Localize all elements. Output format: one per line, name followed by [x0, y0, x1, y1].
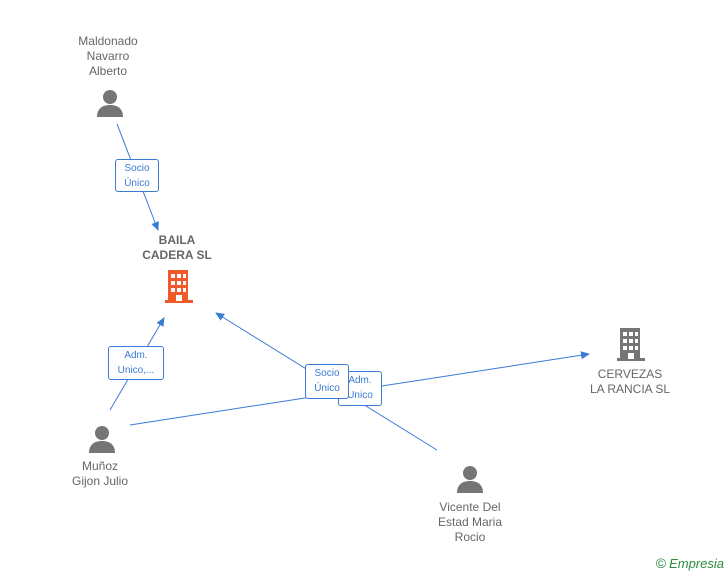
node-label-munoz: Muñoz Gijon Julio: [71, 459, 129, 488]
node-label-cervezas: CERVEZAS LA RANCIA SL: [589, 367, 671, 396]
edge-label-socio-unico-maldonado[interactable]: Socio Único: [115, 159, 159, 192]
person-icon[interactable]: [95, 88, 125, 118]
brand-name: Empresia: [669, 556, 724, 571]
brand-logo[interactable]: ©Empresia: [656, 555, 724, 571]
edge-label-adm-unico-munoz-baila[interactable]: Adm. Unico,...: [108, 346, 164, 380]
node-label-baila-cadera: BAILA CADERA SL: [142, 233, 212, 262]
edge-label-socio-unico-vicente[interactable]: Socio Único: [305, 364, 349, 399]
person-icon[interactable]: [87, 424, 117, 454]
node-label-vicente: Vicente Del Estad Maria Rocio: [437, 500, 503, 544]
copyright-icon: ©: [655, 555, 667, 571]
building-icon[interactable]: [164, 270, 194, 304]
building-icon[interactable]: [616, 328, 646, 362]
node-label-maldonado: Maldonado Navarro Alberto: [78, 34, 138, 78]
person-icon[interactable]: [455, 464, 485, 494]
